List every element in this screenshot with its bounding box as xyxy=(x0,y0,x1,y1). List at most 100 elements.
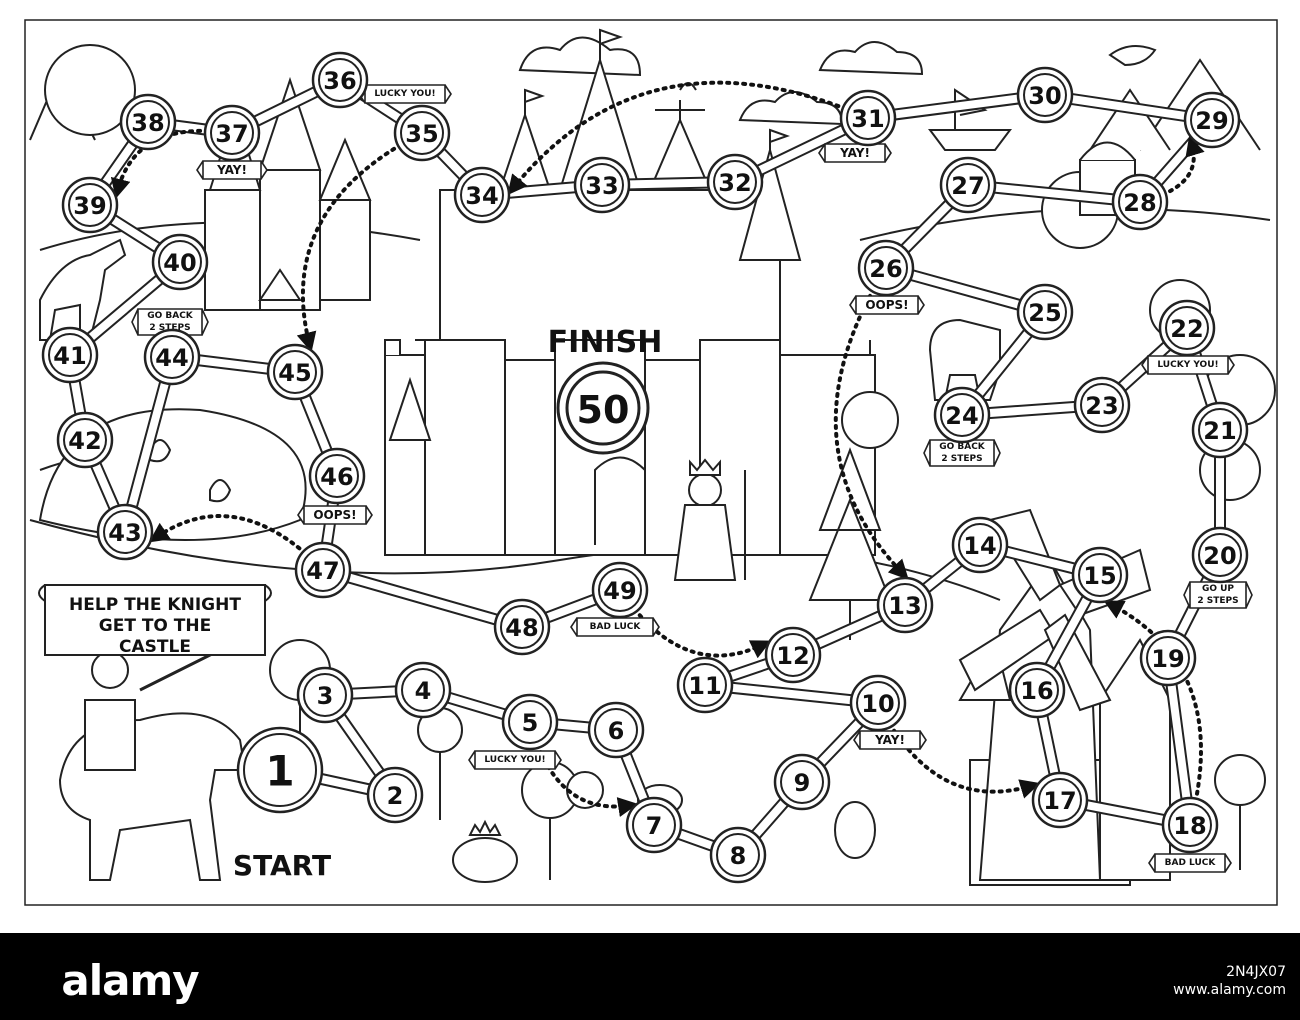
square-32[interactable]: 32 xyxy=(706,153,764,211)
jump-arrow-31-to-34 xyxy=(507,80,870,196)
square-43[interactable]: 43 xyxy=(96,503,154,561)
square-20[interactable]: 20 xyxy=(1191,526,1249,584)
square-8[interactable]: 8 xyxy=(709,826,767,884)
banner-text: YAY! xyxy=(216,163,247,177)
square-24[interactable]: 24 xyxy=(933,386,991,444)
banner-square-20: GO UP2 STEPS xyxy=(1183,581,1253,609)
banner-text: LUCKY YOU! xyxy=(484,755,545,765)
title-line-3: CASTLE xyxy=(119,637,191,657)
jump-arrow-5-to-7 xyxy=(528,720,639,817)
square-41[interactable]: 41 xyxy=(41,326,99,384)
square-6[interactable]: 6 xyxy=(587,701,645,759)
square-number: 9 xyxy=(794,769,811,797)
knight-shield-icon xyxy=(84,699,136,771)
square-27[interactable]: 27 xyxy=(939,156,997,214)
cloud-icon xyxy=(518,36,642,77)
square-12[interactable]: 12 xyxy=(764,626,822,684)
square-1[interactable]: 1 xyxy=(236,726,324,814)
square-number: 41 xyxy=(53,342,86,370)
finish-label: FINISH xyxy=(548,325,663,360)
start-label: START xyxy=(233,849,331,882)
banner-text: OOPS! xyxy=(313,508,356,522)
square-25[interactable]: 25 xyxy=(1016,283,1074,341)
square-number: 16 xyxy=(1020,677,1053,705)
frog-icon xyxy=(452,837,518,883)
square-number: 7 xyxy=(646,812,663,840)
horse-icon xyxy=(39,238,127,341)
banner-square-10: YAY! xyxy=(853,730,927,750)
square-30[interactable]: 30 xyxy=(1016,66,1074,124)
square-number: 24 xyxy=(945,402,978,430)
square-17[interactable]: 17 xyxy=(1031,771,1089,829)
title-line-2: GET TO THE xyxy=(99,616,211,636)
crown-icon xyxy=(689,458,721,476)
square-37[interactable]: 37 xyxy=(203,104,261,162)
square-2[interactable]: 2 xyxy=(366,766,424,824)
title-line-1: HELP THE KNIGHT xyxy=(69,595,241,615)
image-id-code: 2N4JX07 xyxy=(1226,964,1286,980)
square-22[interactable]: 22 xyxy=(1158,299,1216,357)
cloud-icon xyxy=(818,41,924,76)
knight-on-horse xyxy=(58,638,247,881)
square-3[interactable]: 3 xyxy=(296,666,354,724)
banner-text: YAY! xyxy=(839,146,870,160)
square-7[interactable]: 7 xyxy=(625,796,683,854)
square-49[interactable]: 49 xyxy=(591,561,649,619)
square-10[interactable]: 10 xyxy=(849,674,907,732)
square-42[interactable]: 42 xyxy=(56,411,114,469)
square-21[interactable]: 21 xyxy=(1191,401,1249,459)
square-45[interactable]: 45 xyxy=(266,343,324,401)
banner-square-22: LUCKY YOU! xyxy=(1141,355,1235,375)
square-36[interactable]: 36 xyxy=(311,51,369,109)
tree-icon xyxy=(44,44,136,136)
square-number: 45 xyxy=(278,359,311,387)
square-23[interactable]: 23 xyxy=(1073,376,1131,434)
square-38[interactable]: 38 xyxy=(119,93,177,151)
square-number: 39 xyxy=(73,192,106,220)
site-url: www.alamy.com xyxy=(1173,982,1286,998)
square-number: 15 xyxy=(1083,562,1116,590)
square-14[interactable]: 14 xyxy=(951,516,1009,574)
king xyxy=(673,458,746,581)
square-number: 21 xyxy=(1203,417,1236,445)
square-16[interactable]: 16 xyxy=(1008,661,1066,719)
square-35[interactable]: 35 xyxy=(393,104,451,162)
square-number: 43 xyxy=(108,519,141,547)
finish-square[interactable]: 50 xyxy=(556,361,650,455)
square-33[interactable]: 33 xyxy=(573,156,631,214)
square-19[interactable]: 19 xyxy=(1139,629,1197,687)
banner-square-35: LUCKY YOU! xyxy=(358,84,452,104)
square-47[interactable]: 47 xyxy=(294,541,352,599)
square-4[interactable]: 4 xyxy=(394,661,452,719)
square-number: 36 xyxy=(323,67,356,95)
square-13[interactable]: 13 xyxy=(876,576,934,634)
square-29[interactable]: 29 xyxy=(1183,91,1241,149)
square-number: 12 xyxy=(776,642,809,670)
square-number: 27 xyxy=(951,172,984,200)
square-11[interactable]: 11 xyxy=(676,656,734,714)
square-number: 3 xyxy=(317,682,334,710)
square-39[interactable]: 39 xyxy=(61,176,119,234)
square-31[interactable]: 31 xyxy=(839,89,897,147)
banner-text: BAD LUCK xyxy=(590,622,642,632)
square-number: 33 xyxy=(585,172,618,200)
square-18[interactable]: 18 xyxy=(1161,796,1219,854)
square-46[interactable]: 46 xyxy=(308,447,366,505)
square-number: 46 xyxy=(320,463,353,491)
square-34[interactable]: 34 xyxy=(453,166,511,224)
square-number: 11 xyxy=(688,672,721,700)
square-40[interactable]: 40 xyxy=(151,233,209,291)
frog-crown-icon xyxy=(468,819,502,836)
banner-text: YAY! xyxy=(874,733,905,747)
square-26[interactable]: 26 xyxy=(857,239,915,297)
square-28[interactable]: 28 xyxy=(1111,173,1169,231)
square-44[interactable]: 44 xyxy=(143,328,201,386)
square-5[interactable]: 5 xyxy=(501,693,559,751)
square-number: 28 xyxy=(1123,189,1156,217)
square-number: 2 xyxy=(387,782,404,810)
square-48[interactable]: 48 xyxy=(493,598,551,656)
square-9[interactable]: 9 xyxy=(773,753,831,811)
square-15[interactable]: 15 xyxy=(1071,546,1129,604)
